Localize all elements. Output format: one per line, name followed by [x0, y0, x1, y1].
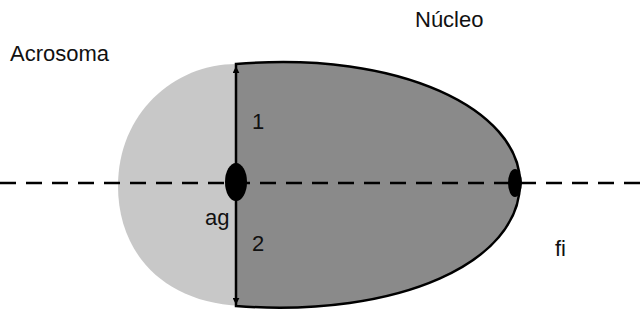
nucleus-shape: [236, 62, 520, 308]
point-label: fi: [555, 237, 566, 261]
point-label: ag: [205, 206, 229, 230]
axis-line: [0, 182, 644, 185]
ag-dot: [225, 163, 247, 201]
part-name: Acrosoma: [10, 42, 109, 66]
width-arrow: [235, 183, 237, 304]
part-name: Núcleo: [415, 8, 483, 32]
acrosome-shape: [118, 64, 240, 306]
fi-dot: [508, 169, 522, 197]
callout-number: 2: [252, 232, 264, 256]
callout-number: 1: [252, 110, 264, 134]
